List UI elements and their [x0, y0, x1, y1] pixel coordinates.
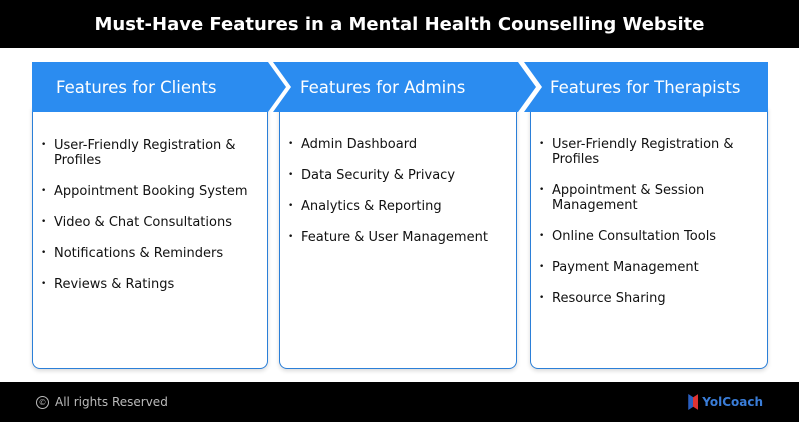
feature-item: Online Consultation Tools	[539, 229, 767, 244]
feature-list: User-Friendly Registration & ProfilesApp…	[531, 107, 767, 306]
brand-name: YolCoach	[702, 395, 763, 409]
feature-item: Appointment & Session Management	[539, 183, 767, 213]
feature-item: Payment Management	[539, 260, 767, 275]
therapists-header: Features for Therapists	[524, 62, 768, 112]
admins-header: Features for Admins	[273, 62, 536, 112]
feature-item: Analytics & Reporting	[288, 199, 516, 214]
feature-item: Video & Chat Consultations	[41, 215, 267, 230]
feature-item: User-Friendly Registration & Profiles	[41, 138, 267, 168]
feature-item: Admin Dashboard	[288, 137, 516, 152]
column-heading: Features for Clients	[56, 77, 217, 97]
feature-item: User-Friendly Registration & Profiles	[539, 137, 767, 167]
copyright-text: All rights Reserved	[55, 395, 168, 409]
feature-item: Feature & User Management	[288, 230, 516, 245]
clients-header: Features for Clients	[32, 62, 286, 112]
feature-item: Resource Sharing	[539, 291, 767, 306]
feature-item: Reviews & Ratings	[41, 277, 267, 292]
footer: © All rights Reserved YolCoach	[0, 382, 799, 422]
feature-item: Appointment Booking System	[41, 184, 267, 199]
column-heading: Features for Therapists	[550, 77, 741, 97]
feature-item: Notifications & Reminders	[41, 246, 267, 261]
clients-box: User-Friendly Registration & ProfilesApp…	[32, 107, 268, 369]
feature-list: Admin DashboardData Security & PrivacyAn…	[280, 107, 516, 245]
brand-logo: YolCoach	[688, 394, 763, 410]
page-title: Must-Have Features in a Mental Health Co…	[0, 0, 799, 48]
column-heading: Features for Admins	[300, 77, 466, 97]
logo-mark-icon	[688, 394, 699, 410]
admins-box: Admin DashboardData Security & PrivacyAn…	[279, 107, 517, 369]
feature-item: Data Security & Privacy	[288, 168, 516, 183]
copyright-icon: ©	[36, 395, 49, 409]
feature-list: User-Friendly Registration & ProfilesApp…	[33, 107, 267, 292]
therapists-box: User-Friendly Registration & ProfilesApp…	[530, 107, 768, 369]
